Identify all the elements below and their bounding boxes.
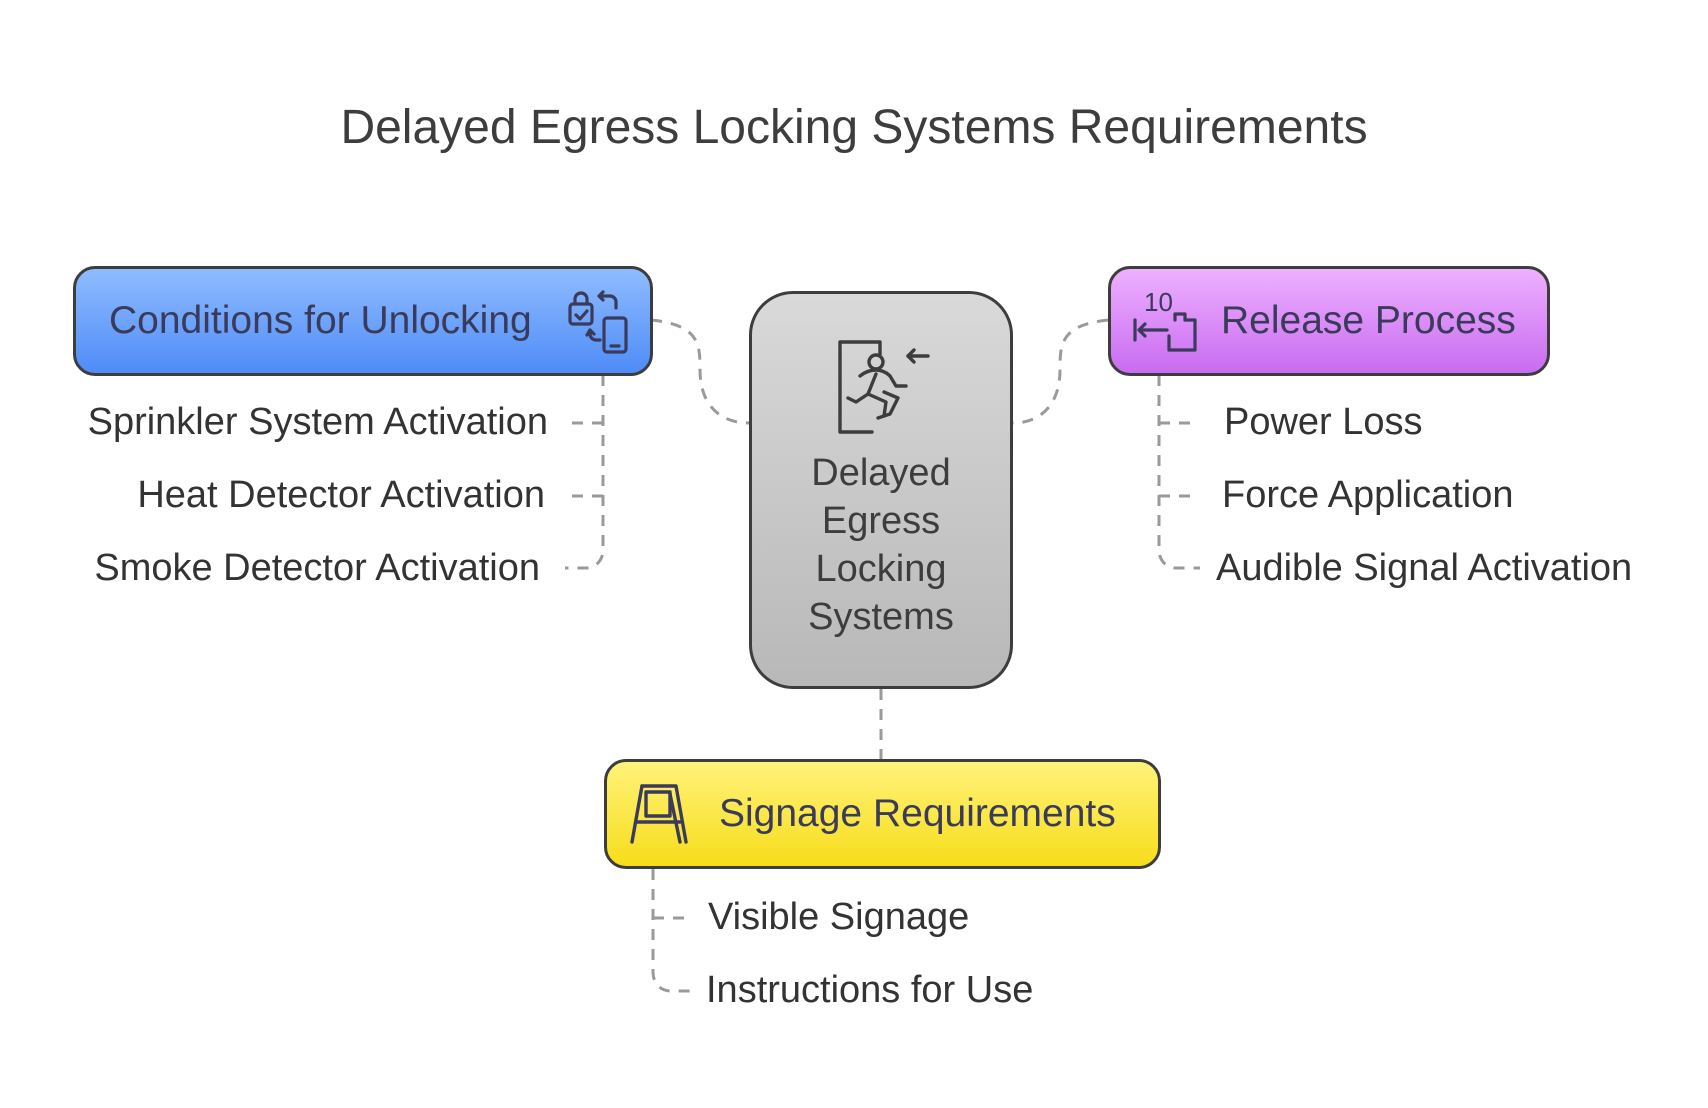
release-box-label: Release Process: [1221, 299, 1516, 342]
center-label-line: Delayed: [811, 452, 951, 494]
center-node: Delayed Egress Locking Systems: [749, 291, 1013, 689]
release-item: Force Application: [1222, 474, 1514, 516]
signage-item: Visible Signage: [708, 896, 970, 938]
release-box: Release Process: [1108, 266, 1550, 376]
diagram-title: Delayed Egress Locking Systems Requireme…: [340, 101, 1368, 154]
connector-center-conditions: [650, 318, 750, 425]
conditions-box: Conditions for Unlocking: [73, 266, 653, 376]
connector-release-items: [1157, 375, 1200, 570]
center-label-line: Locking: [815, 548, 947, 590]
release-item: Power Loss: [1224, 401, 1423, 443]
emergency-exit-running-person-icon: [838, 340, 930, 434]
center-label-line: Systems: [808, 596, 954, 638]
connector-conditions-items: [565, 375, 605, 570]
lock-phone-sync-icon: [568, 290, 628, 354]
conditions-box-label: Conditions for Unlocking: [109, 299, 532, 342]
countdown-timer-icon: 10: [1133, 287, 1197, 352]
conditions-item: Smoke Detector Activation: [94, 547, 540, 589]
connector-signage-items: [651, 869, 692, 993]
center-node-label: Delayed Egress Locking Systems: [752, 449, 1010, 641]
signage-box-label: Signage Requirements: [719, 792, 1116, 835]
connector-center-release: [1012, 318, 1109, 425]
signage-item: Instructions for Use: [706, 969, 1034, 1011]
conditions-item: Heat Detector Activation: [137, 474, 545, 516]
svg-text:10: 10: [1144, 287, 1173, 317]
sign-easel-icon: [630, 784, 688, 844]
conditions-item: Sprinkler System Activation: [87, 401, 548, 443]
center-label-line: Egress: [821, 500, 941, 542]
signage-box: Signage Requirements: [604, 759, 1161, 869]
release-item: Audible Signal Activation: [1216, 547, 1633, 589]
